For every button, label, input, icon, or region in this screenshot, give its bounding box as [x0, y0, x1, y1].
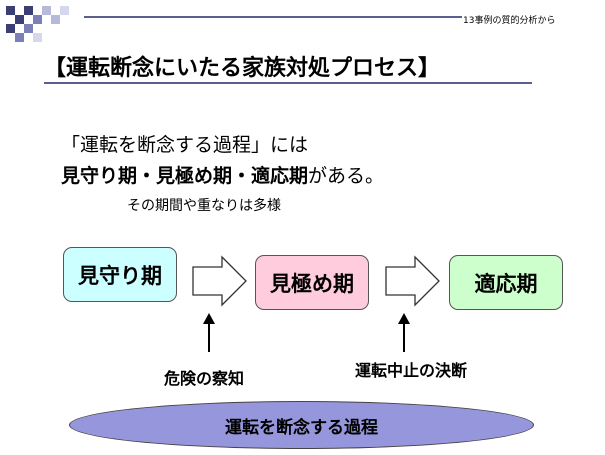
- stage-assessing: 見極め期: [255, 255, 369, 310]
- stage-watching-label: 見守り期: [78, 263, 162, 288]
- slide-title: 【運転断念にいたる家族対処プロセス】: [44, 56, 441, 81]
- trigger-danger-awareness: 危険の察知: [164, 369, 245, 388]
- intro-text: 「運転を断念する過程」には: [61, 134, 309, 156]
- right-arrow-icon: [385, 255, 440, 307]
- process-ellipse: 運転を断念する過程: [69, 401, 534, 449]
- phases-text: 見守り期・見極め期・適応期がある。: [61, 161, 384, 188]
- stage-adapting-label: 適応期: [474, 271, 538, 296]
- trigger-stop-decision: 運転中止の決断: [355, 361, 468, 380]
- variation-note: その期間や重なりは多様: [127, 198, 281, 214]
- title-underline: [44, 82, 532, 84]
- header-rule: [84, 16, 462, 18]
- process-label: 運転を断念する過程: [225, 417, 378, 438]
- stage-assessing-label: 見極め期: [270, 271, 354, 296]
- stage-adapting: 適応期: [449, 255, 563, 310]
- up-arrow-icon: [203, 313, 215, 352]
- phases-bold: 見守り期・見極め期・適応期: [61, 165, 309, 187]
- stage-watching: 見守り期: [63, 247, 177, 302]
- source-note: 13事例の質的分析から: [463, 16, 556, 26]
- up-arrow-icon: [398, 313, 410, 352]
- right-arrow-icon: [192, 255, 247, 307]
- phases-suffix: がある。: [308, 165, 385, 187]
